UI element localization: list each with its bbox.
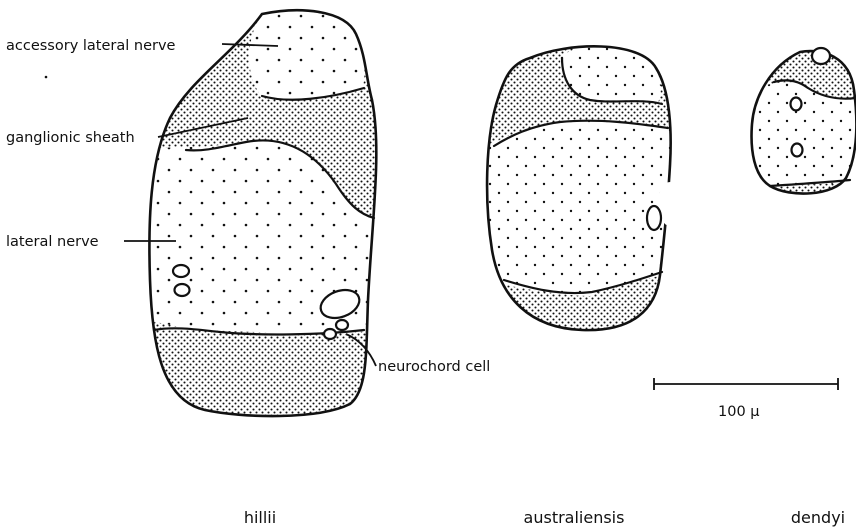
scale-bar-label: 100 μ xyxy=(718,404,760,420)
ganglionic-sheath-label: ganglionic sheath xyxy=(6,130,135,146)
species-label-hillii: hillii xyxy=(244,508,276,527)
australiensis-neurochord-cell xyxy=(647,206,661,230)
hillii-small-cell xyxy=(173,265,189,277)
species-label-dendyi: dendyi xyxy=(791,508,845,527)
australiensis-section xyxy=(480,30,682,340)
scale-bar: 100 μ xyxy=(654,378,838,420)
lateral-nerve-label: lateral nerve xyxy=(6,234,99,250)
hillii-small-cell xyxy=(324,329,336,339)
hillii-small-cell xyxy=(175,284,190,296)
species-label-australiensis: australiensis xyxy=(524,508,625,527)
accessory-lateral-nerve-label: accessory lateral nerve xyxy=(6,38,176,54)
hillii-section xyxy=(140,0,380,430)
dendyi-accessory-cell xyxy=(812,48,830,64)
neurochord-cell-label: neurochord cell xyxy=(378,359,490,375)
dendyi-small-cell xyxy=(792,144,803,157)
dendyi-section xyxy=(745,40,856,205)
dendyi-small-cell xyxy=(791,98,802,111)
hillii-small-cell xyxy=(336,320,348,330)
